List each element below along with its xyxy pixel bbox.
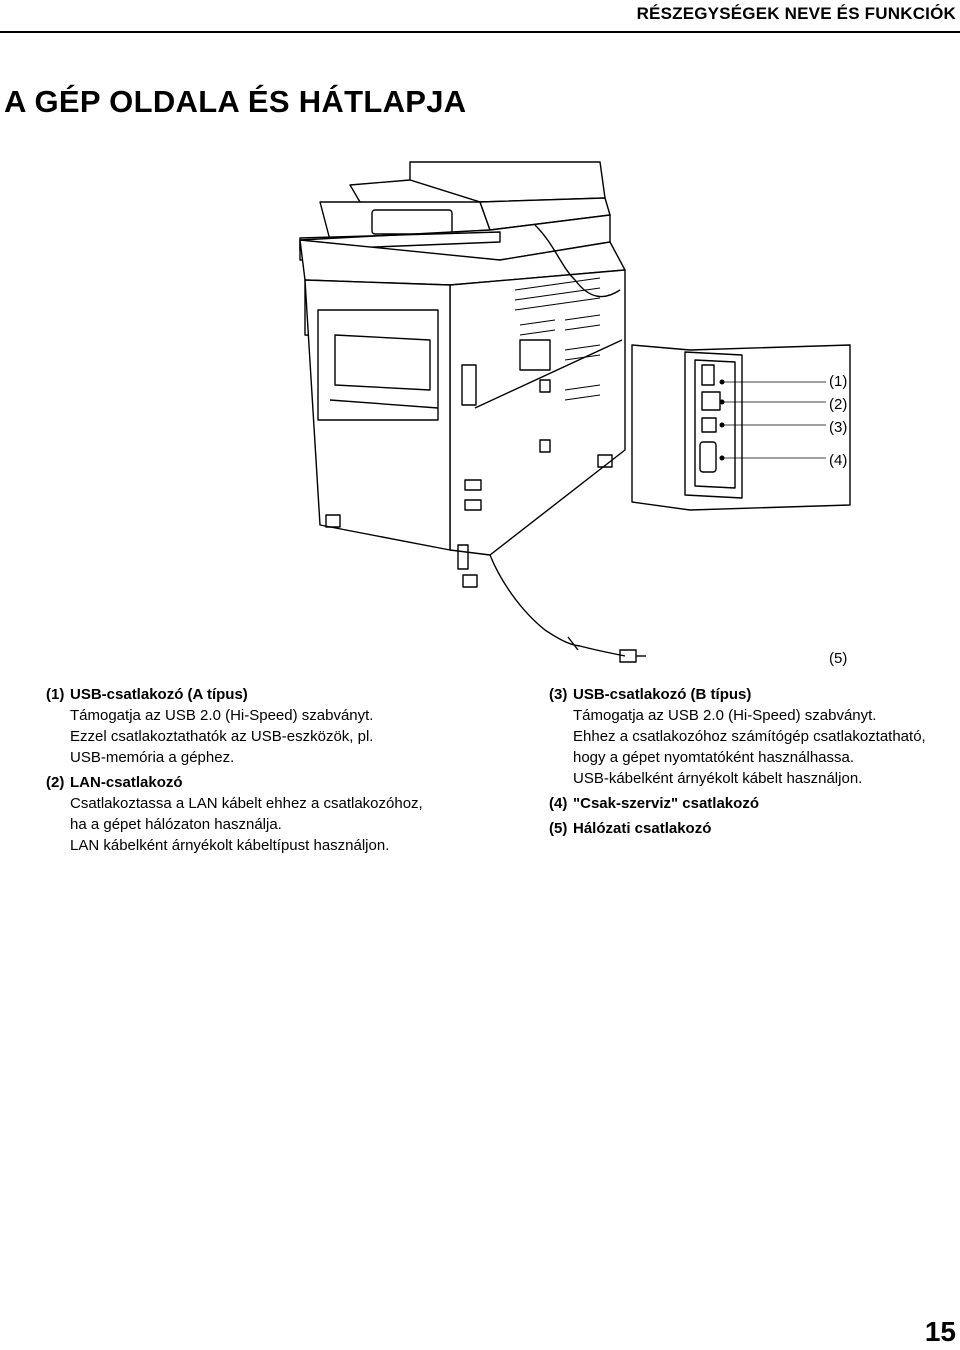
item-title: "Csak-szerviz" csatlakozó xyxy=(573,795,759,812)
item-usb-a: (1) USB-csatlakozó (A típus) Támogatja a… xyxy=(46,684,496,768)
machine-illustration: (1) (2) (3) (4) (5) xyxy=(0,150,960,680)
item-number: (1) xyxy=(46,686,65,703)
item-text: USB-memória a géphez. xyxy=(70,749,235,766)
page-title: A GÉP OLDALA ÉS HÁTLAPJA xyxy=(4,84,467,119)
item-number: (3) xyxy=(549,686,568,703)
copier-line-drawing xyxy=(299,161,851,663)
item-title: USB-csatlakozó (B típus) xyxy=(573,686,752,703)
item-title: USB-csatlakozó (A típus) xyxy=(70,686,248,703)
item-lan: (2) LAN-csatlakozó Csatlakoztassa a LAN … xyxy=(46,772,496,856)
item-title: Hálózati csatlakozó xyxy=(573,820,712,837)
item-service-port: (4) "Csak-szerviz" csatlakozó xyxy=(549,793,954,814)
item-text: hogy a gépet nyomtatóként használhassa. xyxy=(573,749,855,766)
item-text: Ezzel csatlakoztathatók az USB-eszközök,… xyxy=(70,728,374,745)
callout-5: (5) xyxy=(829,650,848,667)
running-header: RÉSZEGYSÉGEK NEVE ÉS FUNKCIÓK xyxy=(636,4,956,23)
item-number: (2) xyxy=(46,774,65,791)
item-number: (5) xyxy=(549,820,568,837)
item-text: Ehhez a csatlakozóhoz számítógép csatlak… xyxy=(573,728,926,745)
item-text: LAN kábelként árnyékolt kábeltípust hasz… xyxy=(70,837,390,854)
callout-2: (2) xyxy=(829,396,848,413)
right-description-column: (3) USB-csatlakozó (B típus) Támogatja a… xyxy=(549,684,954,843)
item-power-connector: (5) Hálózati csatlakozó xyxy=(549,818,954,839)
callout-4: (4) xyxy=(829,452,848,469)
item-text: ha a gépet hálózaton használja. xyxy=(70,816,282,833)
item-text: Támogatja az USB 2.0 (Hi-Speed) szabvány… xyxy=(70,707,374,724)
item-text: Támogatja az USB 2.0 (Hi-Speed) szabvány… xyxy=(573,707,877,724)
header-rule xyxy=(0,31,960,33)
callout-1: (1) xyxy=(829,373,848,390)
item-text: USB-kábelként árnyékolt kábelt használjo… xyxy=(573,770,863,787)
page-number: 15 xyxy=(924,1316,956,1347)
item-title: LAN-csatlakozó xyxy=(70,774,183,791)
item-number: (4) xyxy=(549,795,568,812)
callout-3: (3) xyxy=(829,419,848,436)
left-description-column: (1) USB-csatlakozó (A típus) Támogatja a… xyxy=(46,684,496,860)
item-usb-b: (3) USB-csatlakozó (B típus) Támogatja a… xyxy=(549,684,954,789)
item-text: Csatlakoztassa a LAN kábelt ehhez a csat… xyxy=(70,795,423,812)
